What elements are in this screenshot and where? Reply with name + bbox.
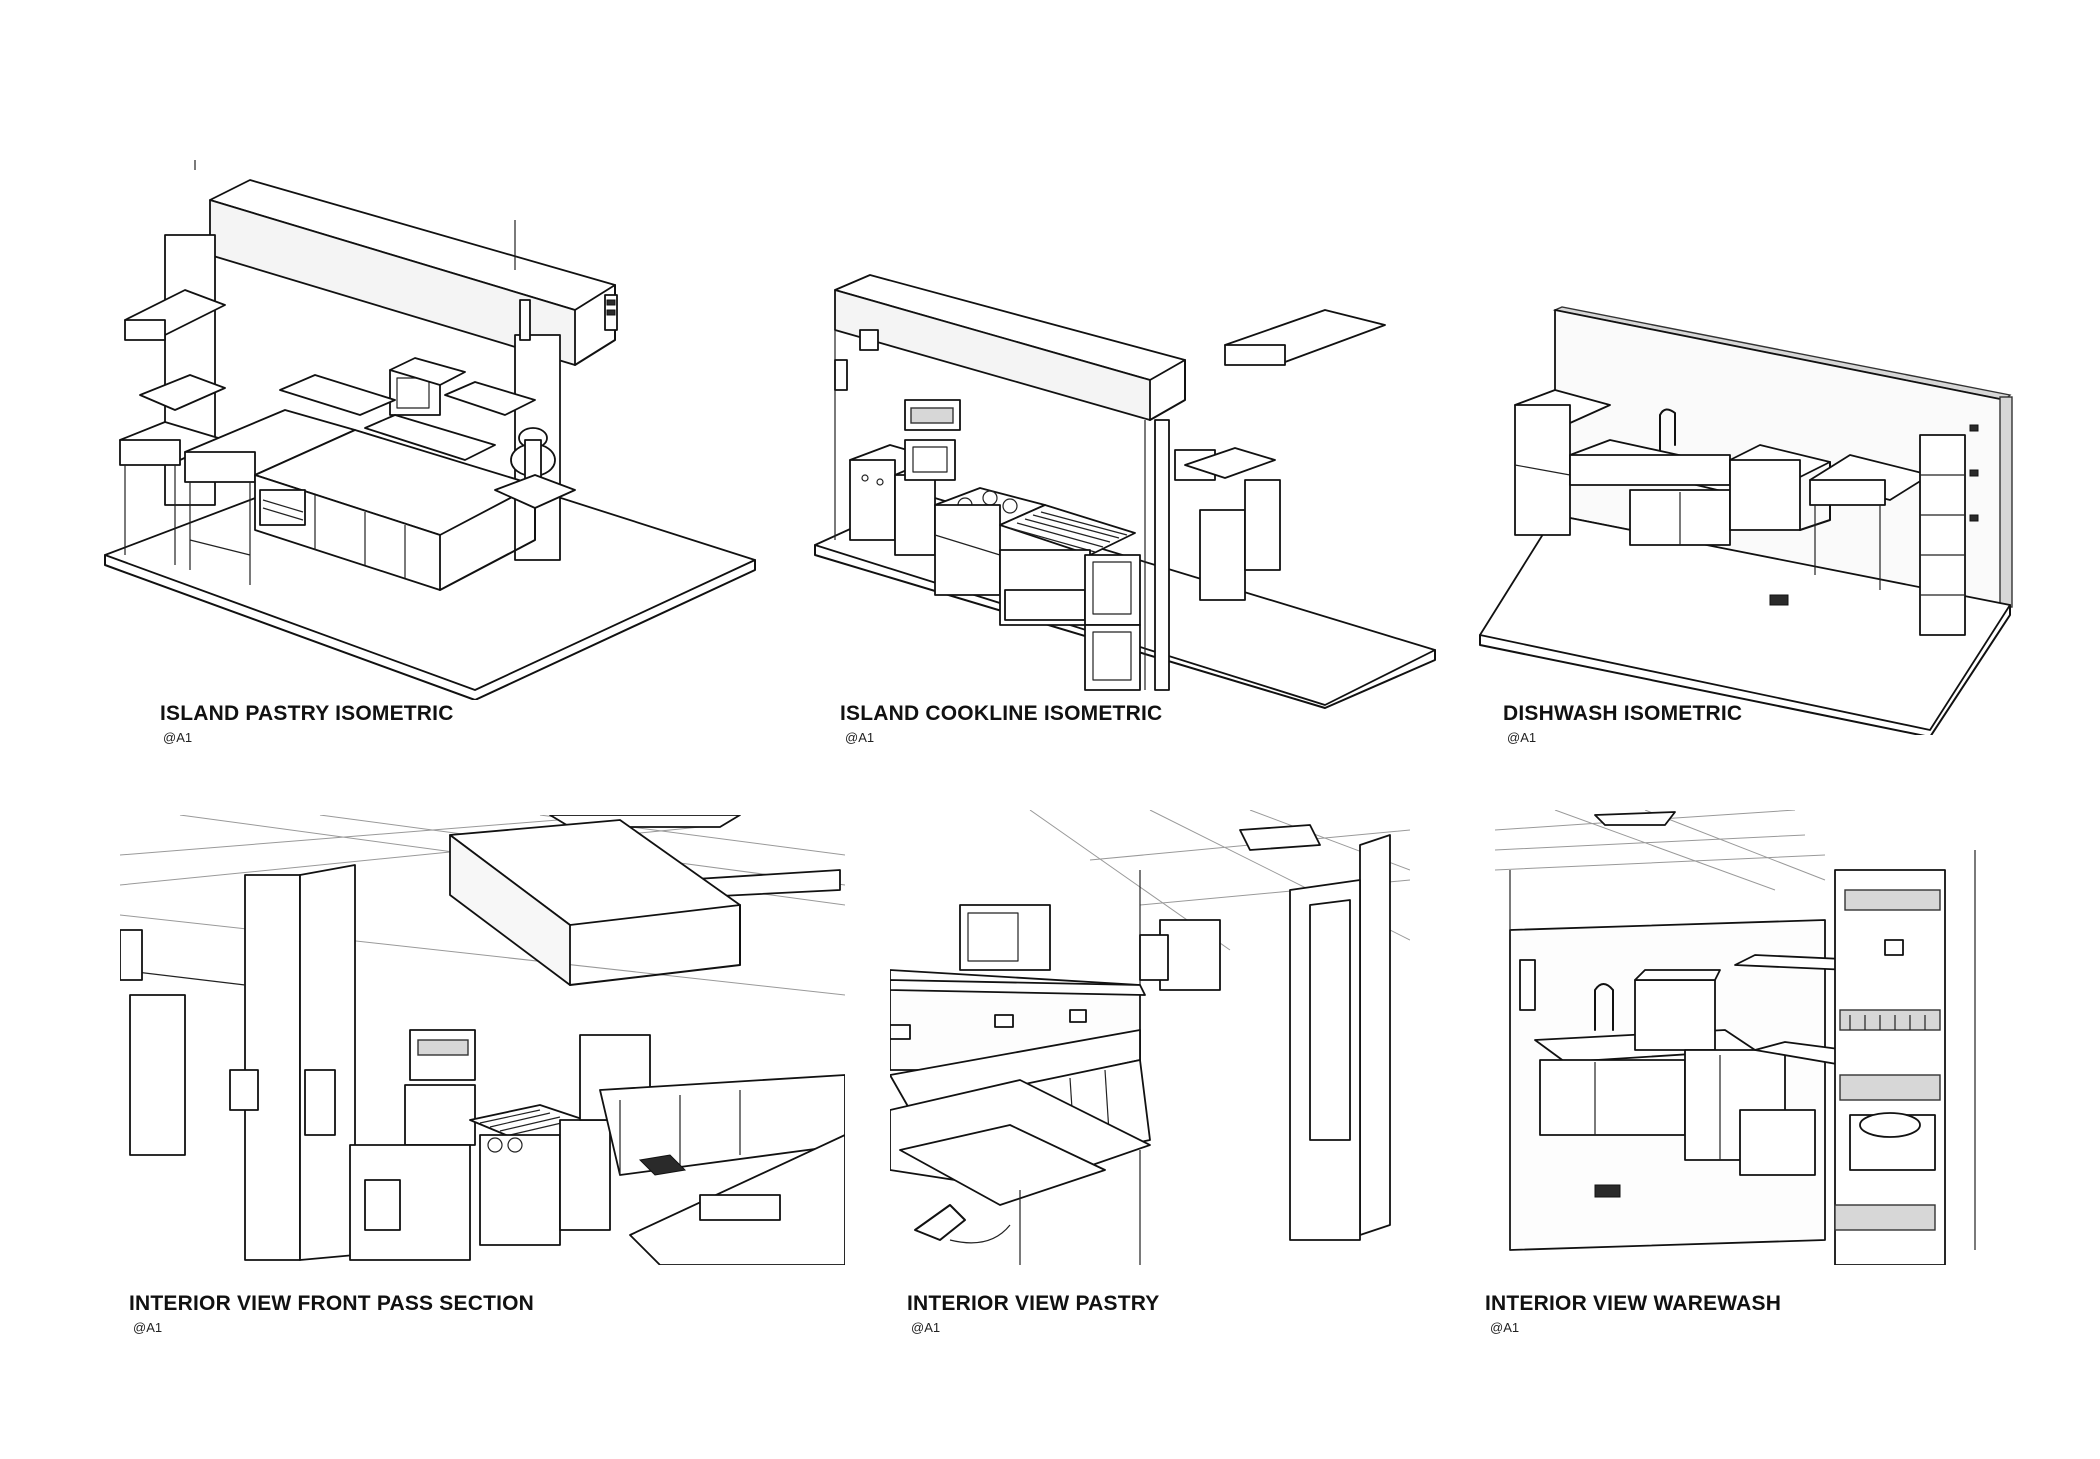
view-title-front-pass: INTERIOR VIEW FRONT PASS SECTION xyxy=(129,1292,535,1315)
island-pastry-isometric-drawing xyxy=(95,160,765,700)
island-cookline-isometric-drawing xyxy=(805,250,1445,710)
view-ref-warewash: @A1 xyxy=(1490,1320,1520,1335)
view-title-island-cookline: ISLAND COOKLINE ISOMETRIC xyxy=(840,702,1163,725)
view-title-dishwash: DISHWASH ISOMETRIC xyxy=(1503,702,1743,725)
view-title-warewash: INTERIOR VIEW WAREWASH xyxy=(1485,1292,1782,1315)
view-ref-pastry: @A1 xyxy=(911,1320,941,1335)
interior-pastry-drawing xyxy=(890,810,1410,1265)
view-title-island-pastry: ISLAND PASTRY ISOMETRIC xyxy=(160,702,454,725)
view-ref-island-pastry: @A1 xyxy=(163,730,193,745)
view-title-pastry: INTERIOR VIEW PASTRY xyxy=(907,1292,1160,1315)
view-ref-island-cookline: @A1 xyxy=(845,730,875,745)
interior-front-pass-drawing xyxy=(120,815,845,1265)
dishwash-isometric-drawing xyxy=(1470,305,2030,735)
interior-warewash-drawing xyxy=(1495,810,1990,1265)
view-ref-dishwash: @A1 xyxy=(1507,730,1537,745)
view-ref-front-pass: @A1 xyxy=(133,1320,163,1335)
